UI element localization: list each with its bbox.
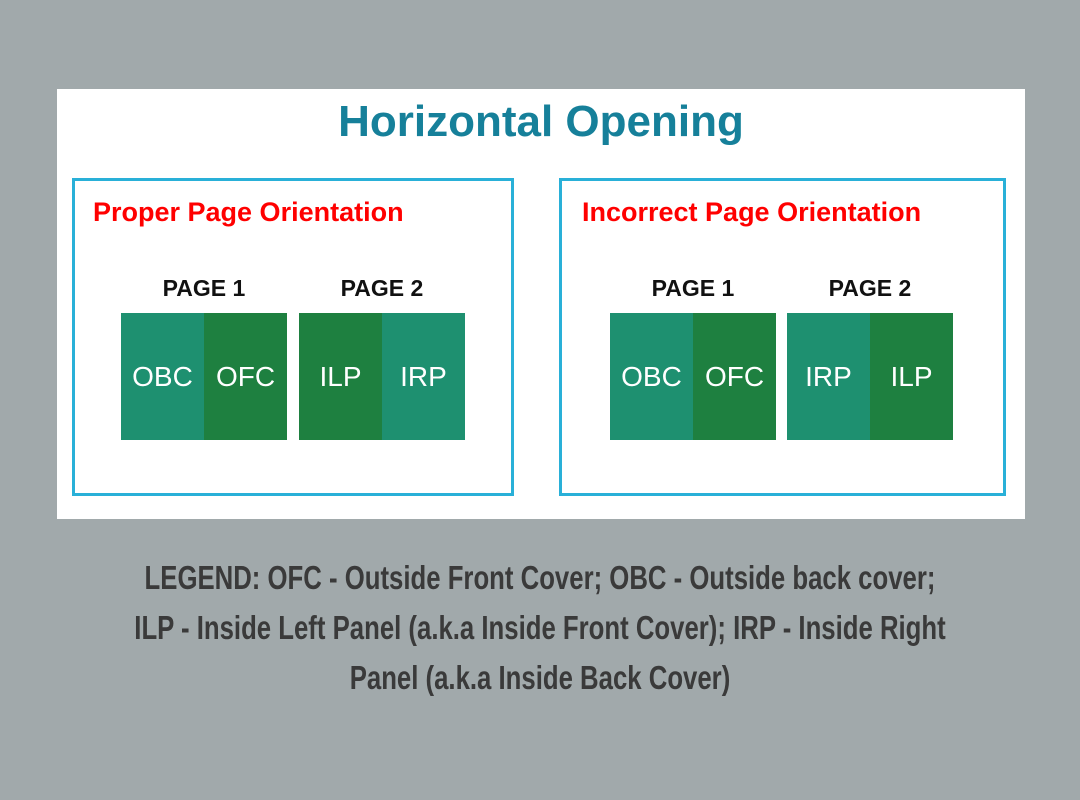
page-block: ILP IRP bbox=[299, 313, 465, 440]
legend-line: Panel (a.k.a Inside Back Cover) bbox=[349, 659, 731, 696]
legend-line: LEGEND: OFC - Outside Front Cover; OBC -… bbox=[144, 559, 936, 596]
incorrect-orientation-panel: Incorrect Page Orientation PAGE 1 PAGE 2… bbox=[559, 178, 1006, 496]
cell-ilp: ILP bbox=[870, 313, 953, 440]
page-block: OBC OFC bbox=[121, 313, 287, 440]
cell-irp: IRP bbox=[787, 313, 870, 440]
cell-irp: IRP bbox=[382, 313, 465, 440]
legend-line: ILP - Inside Left Panel (a.k.a Inside Fr… bbox=[134, 609, 946, 646]
cell-obc: OBC bbox=[610, 313, 693, 440]
cell-obc: OBC bbox=[121, 313, 204, 440]
page-label: PAGE 2 bbox=[828, 275, 912, 301]
page-label: PAGE 1 bbox=[162, 275, 246, 301]
cell-ofc: OFC bbox=[693, 313, 776, 440]
panel-heading: Incorrect Page Orientation bbox=[582, 197, 922, 227]
cell-ilp: ILP bbox=[299, 313, 382, 440]
diagram-card: Horizontal Opening Proper Page Orientati… bbox=[57, 89, 1025, 519]
proper-orientation-panel: Proper Page Orientation PAGE 1 PAGE 2 OB… bbox=[72, 178, 514, 496]
panel-heading: Proper Page Orientation bbox=[93, 197, 404, 227]
page-block: OBC OFC bbox=[610, 313, 776, 440]
page-label: PAGE 1 bbox=[651, 275, 735, 301]
cell-ofc: OFC bbox=[204, 313, 287, 440]
legend: LEGEND: OFC - Outside Front Cover; OBC -… bbox=[0, 553, 1080, 703]
page-label: PAGE 2 bbox=[340, 275, 424, 301]
page-block: IRP ILP bbox=[787, 313, 953, 440]
diagram-title: Horizontal Opening bbox=[338, 97, 744, 146]
